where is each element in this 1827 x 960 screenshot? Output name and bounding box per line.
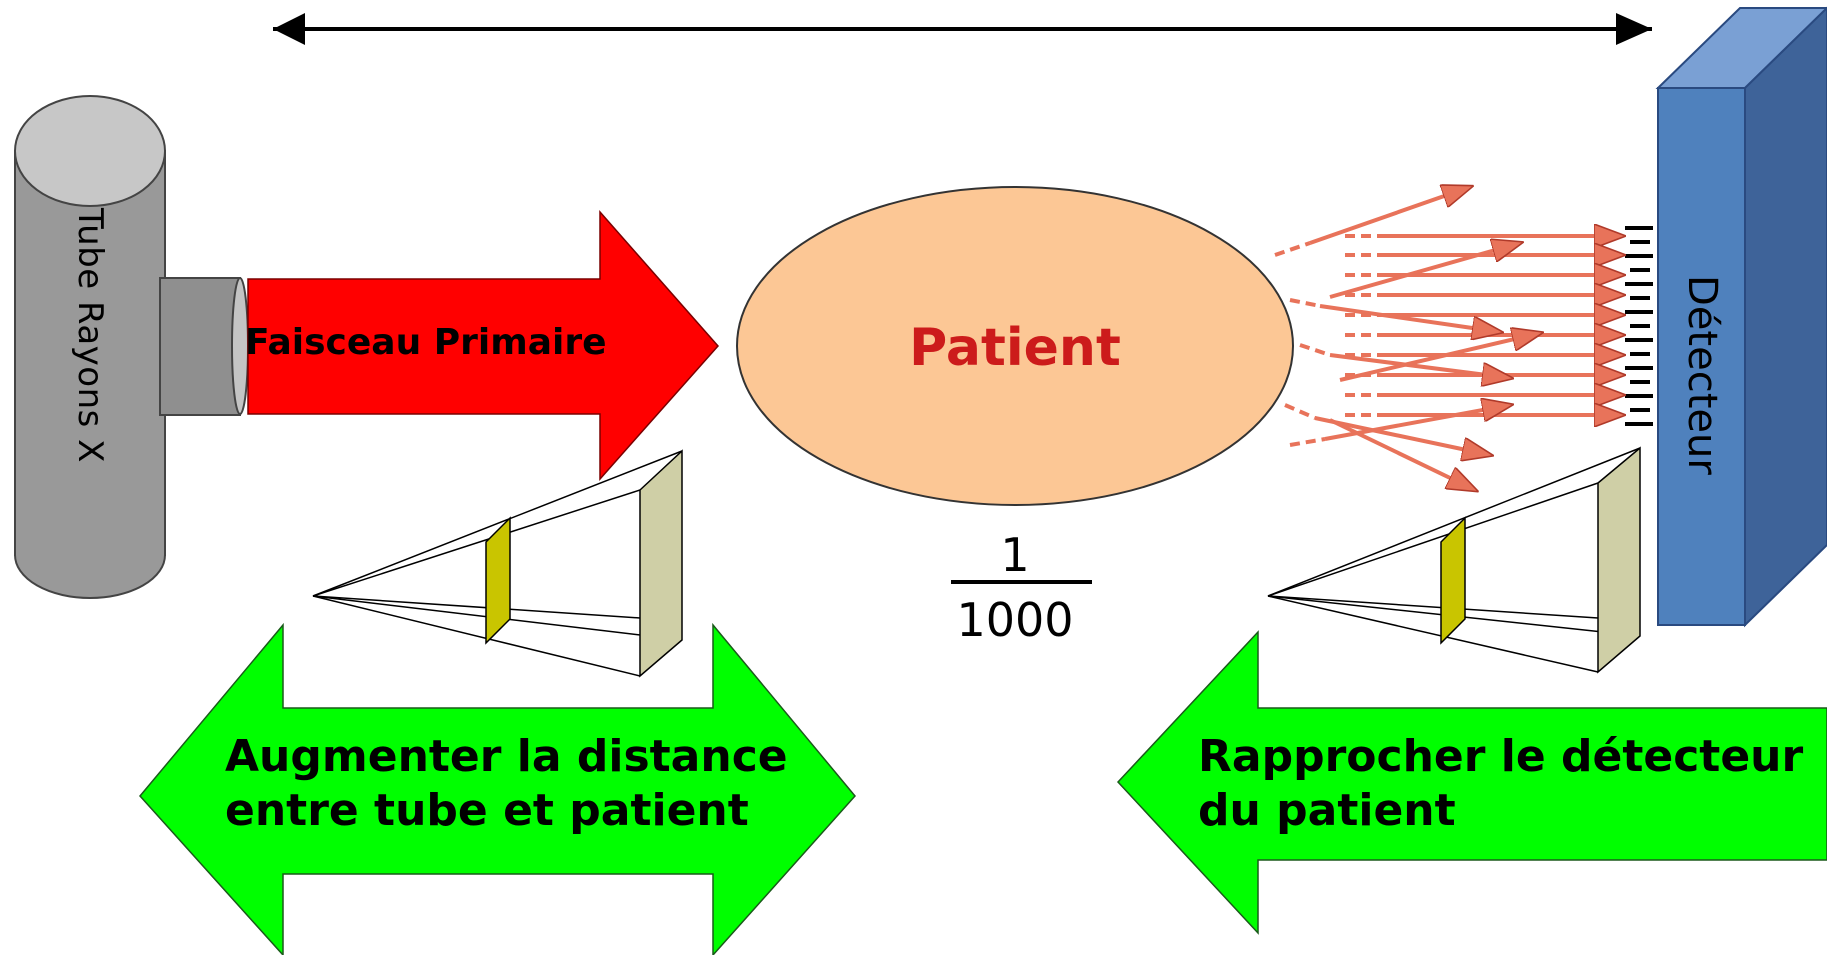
left-green-arrow — [139, 622, 856, 957]
scatter-rays — [1274, 187, 1622, 490]
primary-beam-arrow — [247, 210, 720, 481]
right-pyramid — [1267, 446, 1641, 674]
beam-label: Faisceau Primaire — [245, 322, 607, 363]
tube-label: Tube Rayons X — [70, 207, 110, 463]
detector-box — [1655, 6, 1827, 628]
right-arrow-line1: Rapprocher le détecteur — [1198, 731, 1804, 782]
left-arrow-line2: entre tube et patient — [225, 785, 749, 836]
left-arrow-line1: Augmenter la distance — [225, 731, 788, 782]
detector-grid — [1625, 226, 1653, 426]
right-arrow-line2: du patient — [1198, 785, 1456, 836]
patient-ellipse — [736, 186, 1294, 506]
left-arrow-text: Augmenter la distance entre tube et pati… — [225, 730, 825, 838]
detector-label: Détecteur — [1679, 275, 1725, 475]
left-pyramid — [312, 449, 683, 678]
right-arrow-text: Rapprocher le détecteur du patient — [1198, 730, 1827, 838]
patient-label: Patient — [909, 318, 1121, 378]
fraction-denominator: 1000 — [956, 593, 1074, 647]
xray-tube — [14, 95, 249, 599]
right-green-arrow — [1116, 630, 1827, 935]
fraction-bar — [951, 580, 1092, 584]
fraction-numerator: 1 — [1000, 528, 1030, 582]
